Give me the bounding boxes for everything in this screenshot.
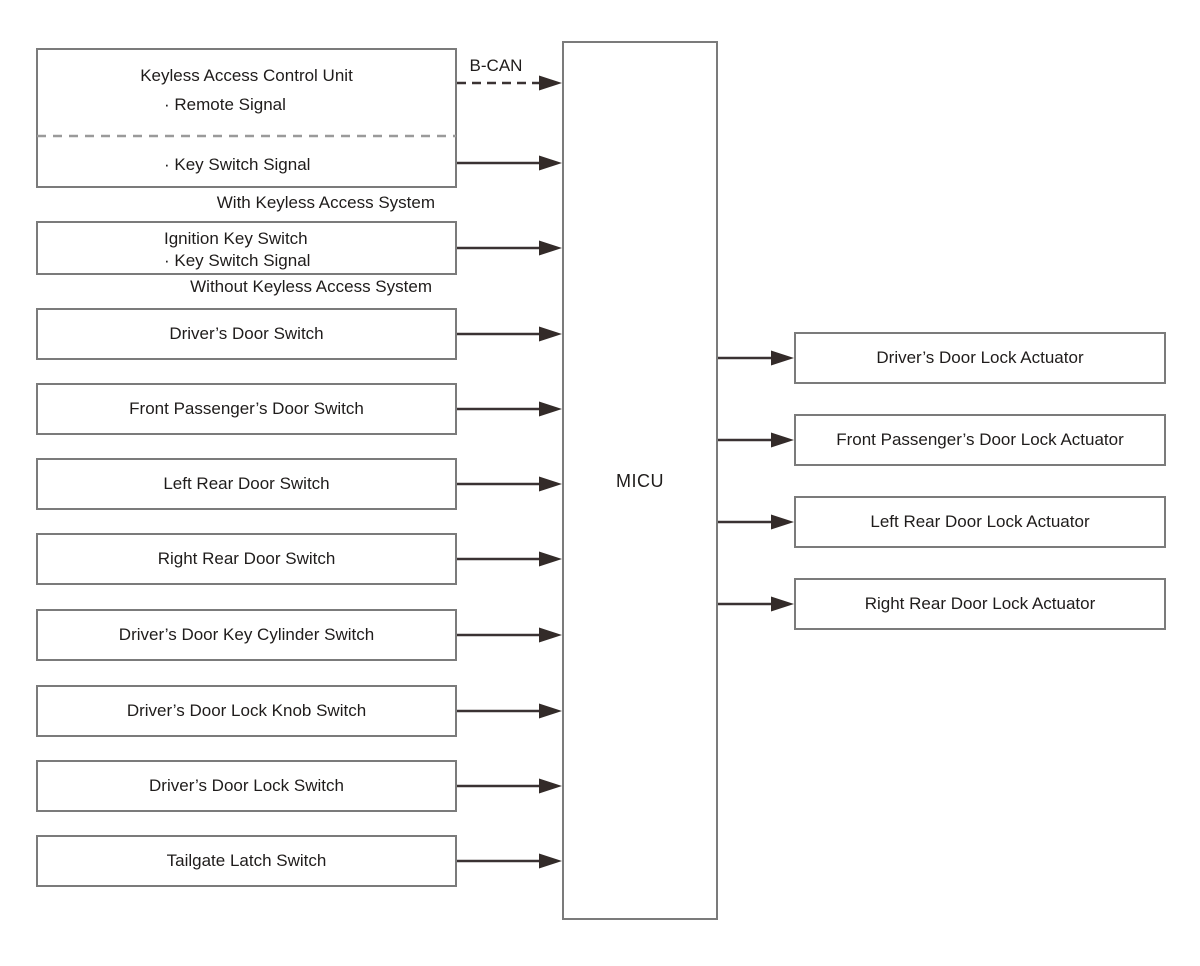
input-box-label: Right Rear Door Switch	[157, 549, 336, 568]
input-box-label: Driver’s Door Lock Knob Switch	[126, 701, 367, 720]
arrow-key-cylinder-switch-to-micu	[457, 627, 562, 643]
output-box-label: Left Rear Door Lock Actuator	[870, 512, 1090, 531]
output-box-right-rear-door-lock-actuator: Right Rear Door Lock Actuator	[794, 578, 1166, 630]
input-box-label: Left Rear Door Switch	[163, 474, 330, 493]
input-box-label: Tailgate Latch Switch	[166, 851, 327, 870]
arrow-micu-to-front-passengers-door-lock-actuator	[718, 432, 794, 448]
input-box-label: Driver’s Door Key Cylinder Switch	[118, 625, 375, 644]
micu-box: MICU	[562, 41, 718, 920]
input-box-label: Front Passenger’s Door Switch	[129, 399, 364, 418]
arrow-ignition-to-micu	[457, 240, 562, 256]
arrow-key-switch-signal-to-micu	[457, 155, 562, 171]
output-box-label: Driver’s Door Lock Actuator	[876, 348, 1084, 367]
arrow-drivers-door-switch-to-micu	[457, 326, 562, 342]
bcan-bus-label: B-CAN	[469, 56, 523, 75]
input-box-tailgate-latch-switch: Tailgate Latch Switch	[36, 835, 457, 887]
input-box-drivers-door-lock-knob-switch: Driver’s Door Lock Knob Switch	[36, 685, 457, 737]
output-box-left-rear-door-lock-actuator: Left Rear Door Lock Actuator	[794, 496, 1166, 548]
output-box-label: Front Passenger’s Door Lock Actuator	[836, 430, 1124, 449]
output-box-front-passengers-door-lock-actuator: Front Passenger’s Door Lock Actuator	[794, 414, 1166, 466]
ignition-key-switch-title: Ignition Key Switch	[164, 229, 308, 248]
with-keyless-caption: With Keyless Access System	[216, 193, 435, 212]
arrow-right-rear-door-switch-to-micu	[457, 551, 562, 567]
arrow-front-passengers-door-switch-to-micu	[457, 401, 562, 417]
remote-signal-label: · Remote Signal	[164, 95, 286, 114]
arrow-micu-to-right-rear-door-lock-actuator	[718, 596, 794, 612]
arrow-left-rear-door-switch-to-micu	[457, 476, 562, 492]
input-box-label: Driver’s Door Switch	[169, 324, 324, 343]
key-switch-signal-label: · Key Switch Signal	[164, 155, 311, 174]
ignition-key-switch-text: Ignition Key Switch · Key Switch Signal	[164, 228, 310, 272]
micu-label: MICU	[616, 470, 664, 491]
input-box-left-rear-door-switch: Left Rear Door Switch	[36, 458, 457, 510]
keyless-access-control-unit-title: Keyless Access Control Unit	[140, 66, 353, 85]
keyless-access-control-unit-box: Keyless Access Control Unit · Remote Sig…	[36, 48, 457, 188]
input-box-label: Driver’s Door Lock Switch	[149, 776, 344, 795]
arrow-bcan-to-micu	[457, 75, 562, 91]
ignition-key-switch-signal: · Key Switch Signal	[164, 251, 311, 270]
arrow-lock-knob-switch-to-micu	[457, 703, 562, 719]
ignition-key-switch-box: Ignition Key Switch · Key Switch Signal	[36, 221, 457, 275]
input-box-drivers-door-lock-switch: Driver’s Door Lock Switch	[36, 760, 457, 812]
arrow-micu-to-drivers-door-lock-actuator	[718, 350, 794, 366]
arrow-lock-switch-to-micu	[457, 778, 562, 794]
output-box-drivers-door-lock-actuator: Driver’s Door Lock Actuator	[794, 332, 1166, 384]
without-keyless-caption: Without Keyless Access System	[190, 277, 432, 296]
output-box-label: Right Rear Door Lock Actuator	[864, 594, 1096, 613]
input-box-right-rear-door-switch: Right Rear Door Switch	[36, 533, 457, 585]
input-box-front-passengers-door-switch: Front Passenger’s Door Switch	[36, 383, 457, 435]
input-box-drivers-door-switch: Driver’s Door Switch	[36, 308, 457, 360]
arrow-micu-to-left-rear-door-lock-actuator	[718, 514, 794, 530]
arrow-tailgate-latch-switch-to-micu	[457, 853, 562, 869]
input-box-drivers-door-key-cylinder-switch: Driver’s Door Key Cylinder Switch	[36, 609, 457, 661]
